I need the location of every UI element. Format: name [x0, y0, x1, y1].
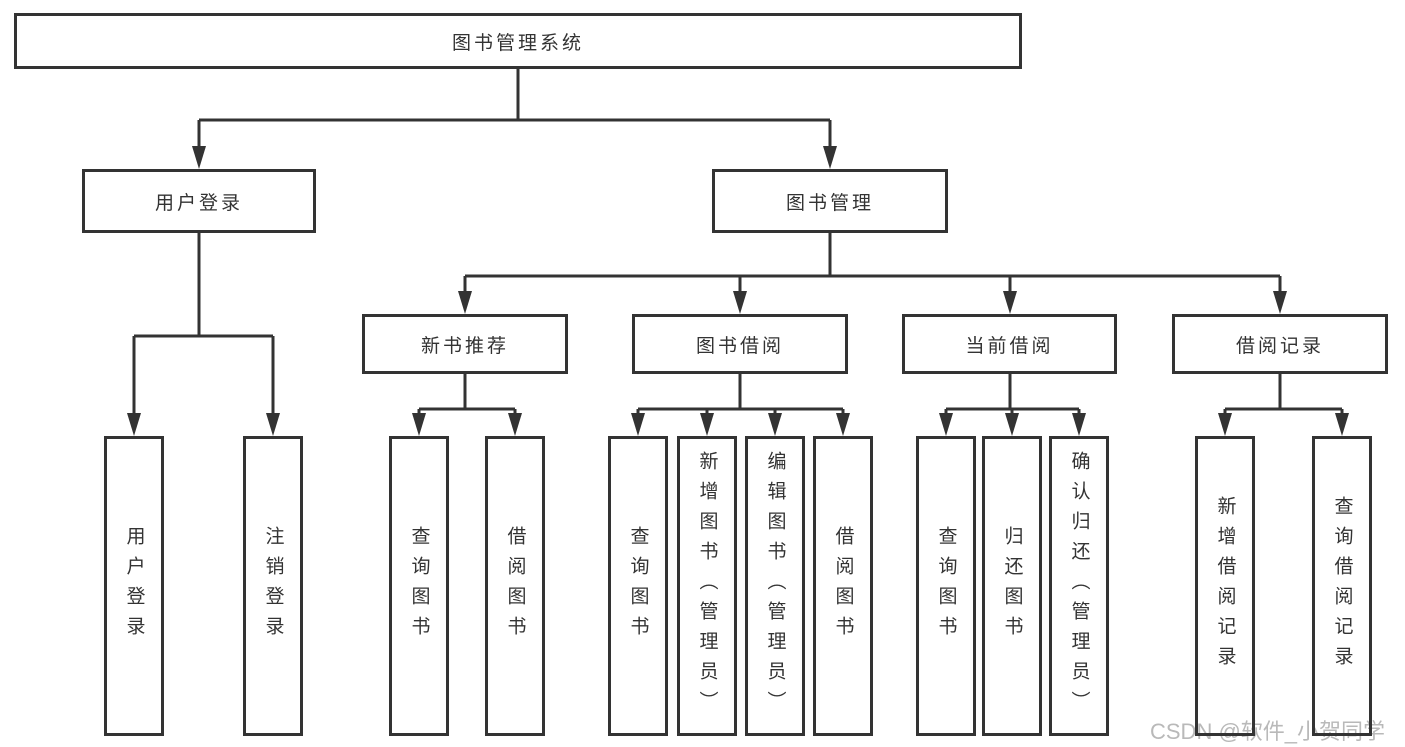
connector-userlogin-to-leaves — [132, 233, 275, 413]
leaf-label: 查询图书 — [935, 526, 957, 646]
node-user-login: 用户登录 — [82, 169, 316, 233]
arrowhead — [1072, 413, 1086, 436]
arrowhead — [508, 413, 522, 436]
connector-borrow-to-leaves — [636, 374, 845, 414]
connector-records-to-leaves — [1223, 374, 1344, 414]
leaf-label: 查询图书 — [408, 526, 430, 646]
connector-current-to-leaves — [944, 374, 1081, 414]
leaf-label: 新增图书（管理员） — [696, 451, 718, 721]
leaf-label: 查询图书 — [627, 526, 649, 646]
leaf-search-books-3: 查询图书 — [916, 436, 976, 736]
arrowhead — [1003, 291, 1017, 314]
node-current-borrowing: 当前借阅 — [902, 314, 1117, 374]
node-library-management-system: 图书管理系统 — [14, 13, 1022, 69]
arrowhead — [631, 413, 645, 436]
arrowhead — [458, 291, 472, 314]
arrowhead — [733, 291, 747, 314]
leaf-search-borrow-record: 查询借阅记录 — [1312, 436, 1372, 736]
arrowhead — [266, 413, 280, 436]
arrowhead — [1273, 291, 1287, 314]
leaf-return-books: 归还图书 — [982, 436, 1042, 736]
arrowhead — [1005, 413, 1019, 436]
node-book-borrowing: 图书借阅 — [632, 314, 848, 374]
connector-root-to-level2 — [197, 69, 832, 146]
connector-newbook-to-leaves — [417, 374, 517, 414]
leaf-label: 归还图书 — [1001, 526, 1023, 646]
leaf-label: 查询借阅记录 — [1331, 496, 1353, 676]
leaf-confirm-return-admin: 确认归还（管理员） — [1049, 436, 1109, 736]
arrowhead — [192, 146, 206, 169]
leaf-label: 编辑图书（管理员） — [764, 451, 786, 721]
node-borrowing-records: 借阅记录 — [1172, 314, 1388, 374]
arrowhead — [1218, 413, 1232, 436]
leaf-user-login: 用户登录 — [104, 436, 164, 736]
node-new-book-recommendation: 新书推荐 — [362, 314, 568, 374]
leaf-label: 注销登录 — [262, 526, 284, 646]
leaf-borrow-books-1: 借阅图书 — [485, 436, 545, 736]
leaf-logout: 注销登录 — [243, 436, 303, 736]
leaf-label: 用户登录 — [123, 526, 145, 646]
arrowhead — [768, 413, 782, 436]
leaf-search-books-2: 查询图书 — [608, 436, 668, 736]
arrowhead — [939, 413, 953, 436]
leaf-edit-books-admin: 编辑图书（管理员） — [745, 436, 805, 736]
leaf-label: 借阅图书 — [504, 526, 526, 646]
arrowhead — [127, 413, 141, 436]
leaf-add-books-admin: 新增图书（管理员） — [677, 436, 737, 736]
arrowhead — [1335, 413, 1349, 436]
leaf-borrow-books-2: 借阅图书 — [813, 436, 873, 736]
watermark: CSDN @软件_小贺同学 — [1150, 719, 1386, 744]
leaf-search-books-1: 查询图书 — [389, 436, 449, 736]
leaf-label: 新增借阅记录 — [1214, 496, 1236, 676]
arrowhead — [700, 413, 714, 436]
leaf-label: 确认归还（管理员） — [1068, 451, 1090, 721]
arrowhead — [412, 413, 426, 436]
connector-bookmgmt-to-level3 — [463, 233, 1282, 291]
leaf-add-borrow-record: 新增借阅记录 — [1195, 436, 1255, 736]
node-book-management: 图书管理 — [712, 169, 948, 233]
arrowhead — [823, 146, 837, 169]
leaf-label: 借阅图书 — [832, 526, 854, 646]
arrowhead — [836, 413, 850, 436]
